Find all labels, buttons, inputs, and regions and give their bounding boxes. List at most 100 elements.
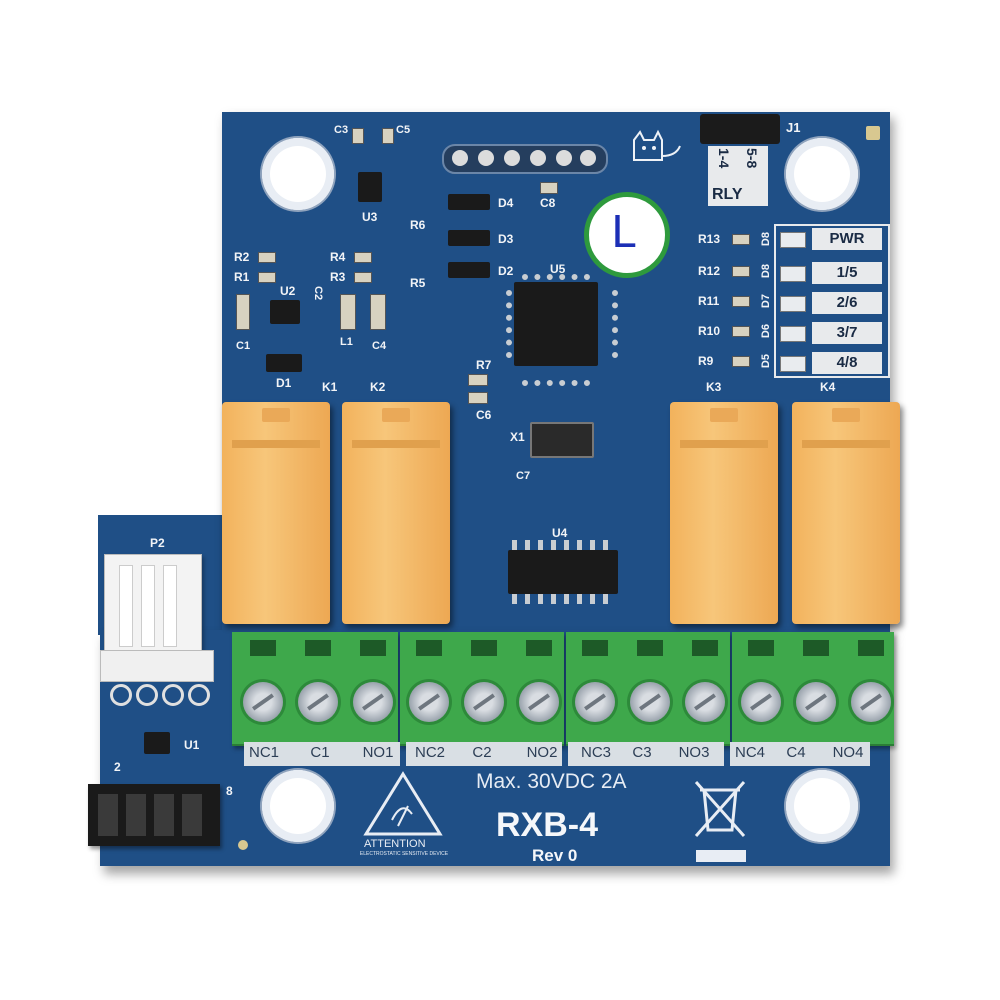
ic-ref-u2: U2 [280,284,296,298]
mounting-hole-bottom-right [786,770,858,842]
ic-ref-u4: U4 [552,526,568,540]
terminal-label-nc2: NC2 [414,744,445,761]
terminal-label-c1: C1 [310,744,330,761]
revision-label: Rev 0 [532,846,578,865]
diode-ref-d1: D1 [276,376,292,390]
connector-ref-p2: P2 [150,536,165,550]
driver-ic-u4 [508,550,618,594]
diode-ref-d2: D2 [498,264,514,278]
terminal-label-no1: NO1 [362,744,394,761]
terminal-screw-no1[interactable] [353,682,393,722]
resistor-ref-r10: R10 [698,324,721,338]
esd-sensitive-label: ELECTROSTATIC SENSITIVE DEVICE [359,851,449,857]
terminal-label-no3: NO3 [678,744,710,761]
resistor-ref-r4: R4 [330,250,346,264]
terminal-label-nc3: NC3 [580,744,611,761]
qc-sticker: L [584,192,670,278]
resistor-ref-r3: R3 [330,270,346,284]
header-pin-8-label: 8 [226,784,233,798]
weee-bin-icon [694,781,746,837]
fiducial-pad [238,840,248,850]
driver-pins-bottom [512,594,614,604]
jumper-option-b: 5-8 [744,148,760,169]
terminal-slot [748,640,774,656]
resistor-r7 [468,374,488,386]
terminal-screw-no2[interactable] [519,682,559,722]
terminal-screw-nc4[interactable] [741,682,781,722]
jumper-legend: 1-4 5-8 RLY [708,146,768,206]
terminal-label-nc1: NC1 [248,744,279,761]
led-ref-pwr: D8 [760,232,772,247]
jumper-option-a: 1-4 [716,148,732,169]
terminal-screw-no3[interactable] [685,682,725,722]
relay-ref-k1: K1 [322,380,338,394]
jumper-rly-label: RLY [712,186,743,203]
expansion-header[interactable] [88,784,220,846]
connector-p2[interactable] [104,554,202,652]
resistor-r9 [732,356,750,367]
led-ref-2: D7 [760,294,772,309]
jumper-j1[interactable] [700,114,780,144]
terminal-screw-c1[interactable] [298,682,338,722]
capacitor-c3 [352,128,364,144]
capacitor-c6 [468,392,488,404]
terminal-label-no2: NO2 [526,744,558,761]
cap-ref-c1: C1 [236,340,251,352]
cat-logo-icon [633,129,681,161]
ic-ref-u3: U3 [362,210,378,224]
crystal-x1 [530,422,594,458]
terminal-label-strip-1 [244,742,400,766]
terminal-label-nc4: NC4 [734,744,765,761]
cap-ref-c8: C8 [540,196,556,210]
resistor-ref-r6: R6 [410,218,426,232]
terminal-screw-c3[interactable] [630,682,670,722]
qc-sticker-mark: L [611,207,636,258]
terminal-slot [471,640,497,656]
driver-pins-top [512,540,614,550]
capacitor-c1 [236,294,250,330]
relay-ref-k4: K4 [820,380,836,394]
terminal-screw-nc2[interactable] [409,682,449,722]
resistor-ref-r9: R9 [698,354,714,368]
terminal-label-strip-2 [406,742,562,766]
relay-k1 [222,402,330,624]
terminal-slot [637,640,663,656]
diode-ref-d3: D3 [498,232,514,246]
terminal-screw-nc1[interactable] [243,682,283,722]
terminal-screw-c4[interactable] [796,682,836,722]
relay-k2 [342,402,450,624]
mounting-hole-top-left [262,138,334,210]
resistor-ref-r11: R11 [698,294,720,308]
led-ref-1: D8 [760,264,772,279]
terminal-slot [305,640,331,656]
connector-p2-pins [108,684,210,706]
cap-ref-c5: C5 [396,124,411,136]
led-2 [780,296,806,312]
cap-ref-c6: C6 [476,408,492,422]
fiducial-pad [866,126,880,140]
terminal-screw-no4[interactable] [851,682,891,722]
terminal-label-c2: C2 [472,744,492,761]
terminal-slot [416,640,442,656]
diode-d4 [448,194,490,210]
terminal-screw-c2[interactable] [464,682,504,722]
connector-p2-base [100,650,214,682]
terminal-slot [360,640,386,656]
resistor-ref-r13: R13 [698,232,721,246]
terminal-slot [803,640,829,656]
ic-u1 [144,732,170,754]
resistor-r2 [258,252,276,263]
rating-label: Max. 30VDC 2A [476,770,627,793]
resistor-r13 [732,234,750,245]
led-label-4-8: 4/8 [812,352,882,374]
resistor-ref-r7: R7 [476,358,492,372]
resistor-ref-r5: R5 [410,276,426,290]
resistor-r3 [354,272,372,283]
capacitor-c5 [382,128,394,144]
diode-ref-d4: D4 [498,196,514,210]
led-label-pwr: PWR [812,228,882,250]
resistor-r10 [732,326,750,337]
terminal-screw-nc3[interactable] [575,682,615,722]
ic-ref-u1: U1 [184,738,200,752]
resistor-ref-r1: R1 [234,270,250,284]
